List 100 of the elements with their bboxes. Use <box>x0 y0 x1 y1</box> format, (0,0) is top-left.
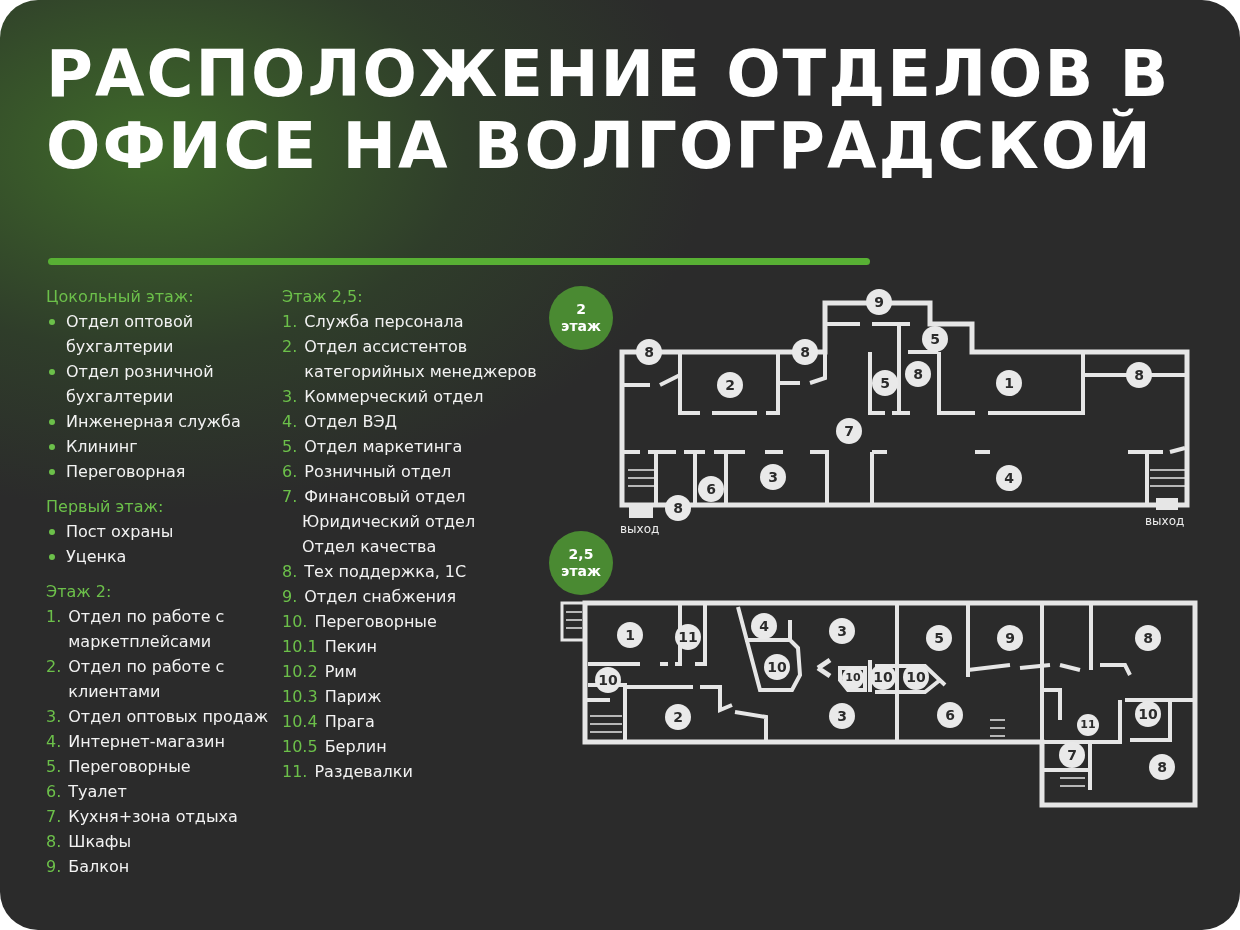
list-number: 9. <box>46 856 62 878</box>
list-item: Юридический отдел <box>302 511 477 533</box>
list-number: 6. <box>282 461 298 483</box>
room-number-marker: 8 <box>665 495 691 521</box>
list-number: 11. <box>282 761 308 783</box>
room-number-marker: 8 <box>792 339 818 365</box>
list-number: 1. <box>46 606 62 628</box>
room-number-marker: 9 <box>866 289 892 315</box>
list-number: 4. <box>282 411 298 433</box>
section-heading: Этаж 2,5: <box>282 286 364 308</box>
room-number-marker: 5 <box>872 370 898 396</box>
room-number-marker: 10 <box>870 664 896 690</box>
list-number: 6. <box>46 781 62 803</box>
room-number-marker: 2 <box>717 372 743 398</box>
room-number-marker: 5 <box>926 625 952 651</box>
list-item: Рим <box>324 661 358 683</box>
section-heading: Первый этаж: <box>46 496 165 518</box>
room-number-marker: 9 <box>997 625 1023 651</box>
list-item: Отдел ВЭД <box>304 411 399 433</box>
exit-label: выход <box>1145 514 1185 528</box>
list-item: Финансовый отдел <box>304 486 467 508</box>
list-number: 10.4 <box>282 711 318 733</box>
list-item: Инженерная служба <box>66 411 242 433</box>
room-number-marker: 3 <box>829 618 855 644</box>
exit-label: выход <box>620 522 660 536</box>
list-item: Отдел по работе с маркетплейсами <box>68 606 226 653</box>
list-item: Клининг <box>66 436 139 458</box>
list-item: Интернет-магазин <box>68 731 226 753</box>
list-item: Тех поддержка, 1С <box>304 561 468 583</box>
list-number: 1. <box>282 311 298 333</box>
list-number: 8. <box>46 831 62 853</box>
list-item: Отдел снабжения <box>304 586 458 608</box>
list-number: 9. <box>282 586 298 608</box>
list-item: Служба персонала <box>304 311 465 333</box>
room-number-marker: 4 <box>996 465 1022 491</box>
list-number: 10. <box>282 611 308 633</box>
list-item: Переговорные <box>314 611 438 633</box>
room-number-marker: 2 <box>665 704 691 730</box>
room-number-marker: 11 <box>1077 714 1099 736</box>
room-number-marker: 8 <box>1126 362 1152 388</box>
list-number: 2. <box>46 656 62 678</box>
room-number-marker: 4 <box>751 613 777 639</box>
list-item: Париж <box>324 686 383 708</box>
list-item: Уценка <box>66 546 128 568</box>
list-number: 7. <box>46 806 62 828</box>
list-item: Отдел оптовых продаж <box>68 706 270 728</box>
list-item: Отдел маркетинга <box>304 436 464 458</box>
room-number-marker: 10 <box>842 667 864 689</box>
list-item: Раздевалки <box>314 761 414 783</box>
room-number-marker: 7 <box>836 418 862 444</box>
room-number-marker: 3 <box>829 703 855 729</box>
list-number: 7. <box>282 486 298 508</box>
room-number-marker: 5 <box>922 326 948 352</box>
list-number: 10.5 <box>282 736 318 758</box>
room-number-marker: 8 <box>1135 625 1161 651</box>
list-number: 10.2 <box>282 661 318 683</box>
room-number-marker: 10 <box>1135 701 1161 727</box>
list-item: Отдел оптовой бухгалтерии <box>66 311 195 358</box>
list-item: Переговорная <box>66 461 187 483</box>
list-item: Отдел качества <box>302 536 438 558</box>
list-item: Шкафы <box>68 831 133 853</box>
list-item: Отдел розничной бухгалтерии <box>66 361 215 408</box>
list-item: Пост охраны <box>66 521 175 543</box>
list-item: Коммерческий отдел <box>304 386 485 408</box>
list-number: 4. <box>46 731 62 753</box>
list-item: Розничный отдел <box>304 461 453 483</box>
list-item: Балкон <box>68 856 131 878</box>
room-number-marker: 3 <box>760 464 786 490</box>
list-item: Переговорные <box>68 756 192 778</box>
room-number-marker: 7 <box>1059 742 1085 768</box>
room-number-marker: 11 <box>675 624 701 650</box>
section-heading: Этаж 2: <box>46 581 113 603</box>
section-heading: Цокольный этаж: <box>46 286 195 308</box>
floor-badge: 2 этаж <box>549 286 613 350</box>
list-number: 2. <box>282 336 298 358</box>
title-heading: РАСПОЛОЖЕНИЕ ОТДЕЛОВ В ОФИСЕ НА ВОЛГОГРАДСКОЙ <box>46 38 1172 182</box>
list-number: 3. <box>46 706 62 728</box>
room-number-marker: 1 <box>617 622 643 648</box>
list-item: Пекин <box>324 636 379 658</box>
room-number-marker: 6 <box>937 702 963 728</box>
room-number-marker: 8 <box>636 339 662 365</box>
list-item: Берлин <box>324 736 388 758</box>
list-item: Кухня+зона отдыха <box>68 806 239 828</box>
room-number-marker: 10 <box>764 654 790 680</box>
list-number: 8. <box>282 561 298 583</box>
list-number: 5. <box>46 756 62 778</box>
room-number-marker: 8 <box>905 361 931 387</box>
list-number: 10.3 <box>282 686 318 708</box>
list-item: Отдел ассистентов категорийных менеджеров <box>304 336 537 383</box>
floor-badge: 2,5 этаж <box>549 531 613 595</box>
room-number-marker: 1 <box>996 370 1022 396</box>
room-number-marker: 6 <box>698 476 724 502</box>
room-number-marker: 10 <box>595 667 621 693</box>
list-item: Прага <box>324 711 376 733</box>
room-number-marker: 8 <box>1149 754 1175 780</box>
list-number: 10.1 <box>282 636 318 658</box>
list-item: Туалет <box>68 781 128 803</box>
list-item: Отдел по работе с клиентами <box>68 656 226 703</box>
list-number: 5. <box>282 436 298 458</box>
list-number: 3. <box>282 386 298 408</box>
